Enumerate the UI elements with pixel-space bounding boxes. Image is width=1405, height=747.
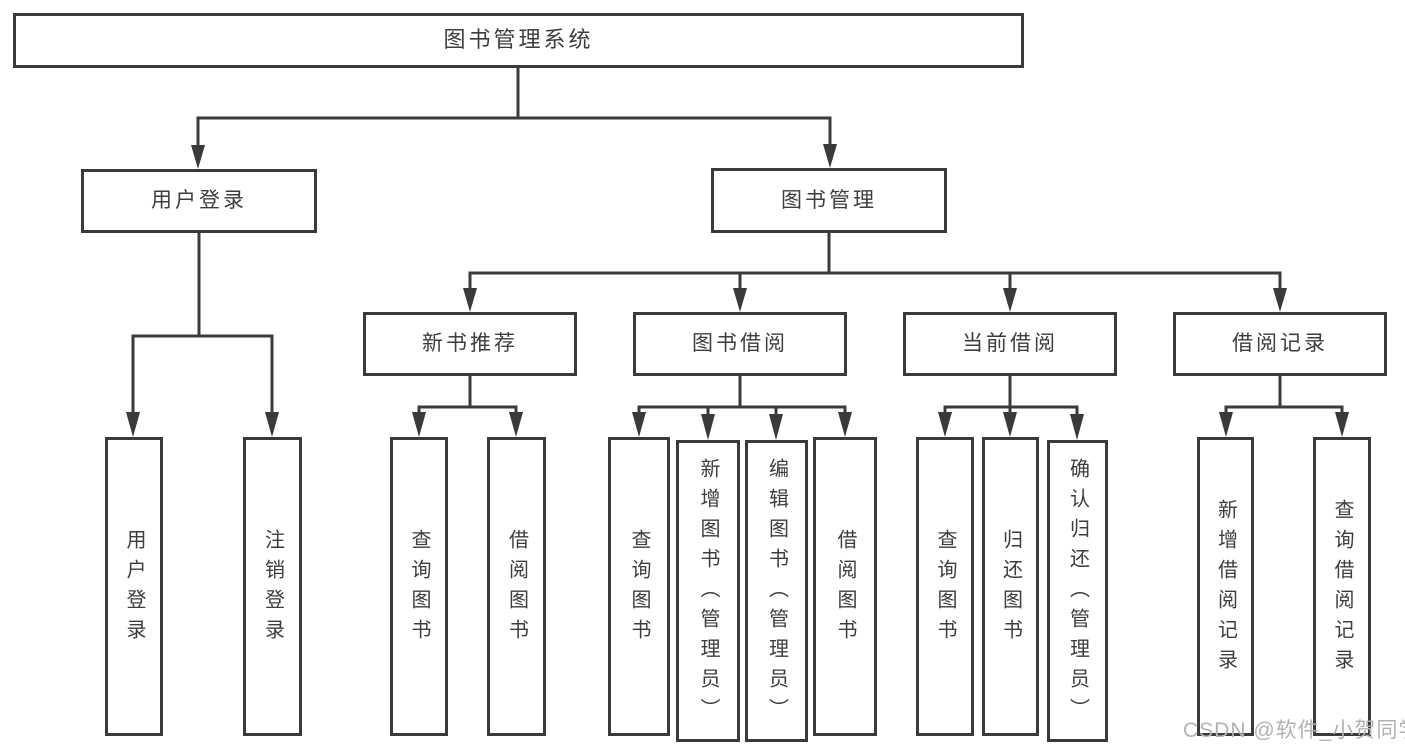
leaf-query-books-recommend: 查询图书 [390,437,448,736]
leaf-add-books-admin: 新增图书（管理员） [676,440,740,742]
leaf-return-books: 归还图书 [982,437,1039,736]
node-user-login: 用户登录 [81,169,317,233]
node-new-book-recommend: 新书推荐 [363,312,577,376]
node-book-borrow: 图书借阅 [633,312,847,376]
leaf-query-books-current: 查询图书 [916,437,974,736]
leaf-borrow-books-recommend: 借阅图书 [487,437,546,736]
node-borrow-records: 借阅记录 [1173,312,1387,376]
leaf-query-borrow-record: 查询借阅记录 [1313,437,1371,736]
leaf-logout: 注销登录 [243,437,302,736]
leaf-user-login: 用户登录 [105,437,163,736]
node-book-management: 图书管理 [711,168,947,233]
node-root-library-system: 图书管理系统 [13,13,1024,68]
leaf-borrow-books-borrow: 借阅图书 [813,437,877,736]
leaf-add-borrow-record: 新增借阅记录 [1197,437,1254,736]
leaf-query-books-borrow: 查询图书 [608,437,670,736]
leaf-confirm-return-admin: 确认归还（管理员） [1047,440,1108,742]
leaf-edit-books-admin: 编辑图书（管理员） [745,440,808,742]
node-current-borrow: 当前借阅 [903,312,1117,376]
csdn-watermark: CSDN @软件_小贺同学 [1183,719,1405,742]
